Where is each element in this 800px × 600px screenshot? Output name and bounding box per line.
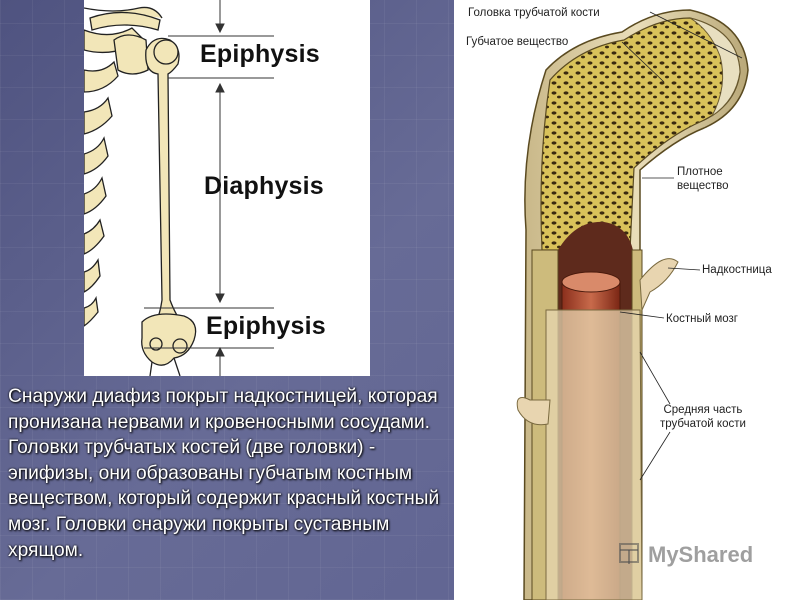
watermark-text: MyShared [648, 542, 754, 567]
myshared-watermark: MyShared [616, 540, 776, 568]
skeleton-diagram: Epiphysis Diaphysis Epiphysis [84, 0, 370, 376]
myshared-logo-icon [619, 543, 639, 564]
label-spongy-substance: Губчатое вещество [466, 36, 569, 48]
label-compact-substance: Плотное вещество [677, 166, 729, 192]
bone-cross-section-illustration [516, 9, 749, 600]
skeleton-illustration [84, 0, 274, 376]
label-bone-head: Головка трубчатой кости [468, 7, 600, 19]
label-periosteum: Надкостница [702, 264, 772, 276]
epiphysis-top-label: Epiphysis [200, 40, 320, 68]
label-middle-part: Средняя часть трубчатой кости [660, 403, 746, 431]
label-bone-marrow: Костный мозг [666, 313, 738, 325]
bone-cross-section-diagram: Головка трубчатой кости Губчатое веществ… [454, 0, 800, 600]
label-middle-part-line2: трубчатой кости [660, 418, 746, 430]
description-text: Снаружи диафиз покрыт надкостницей, кото… [8, 386, 440, 561]
diaphysis-label: Diaphysis [204, 172, 324, 200]
label-middle-part-line1: Средняя часть [663, 404, 743, 416]
epiphysis-bottom-label: Epiphysis [206, 312, 326, 340]
